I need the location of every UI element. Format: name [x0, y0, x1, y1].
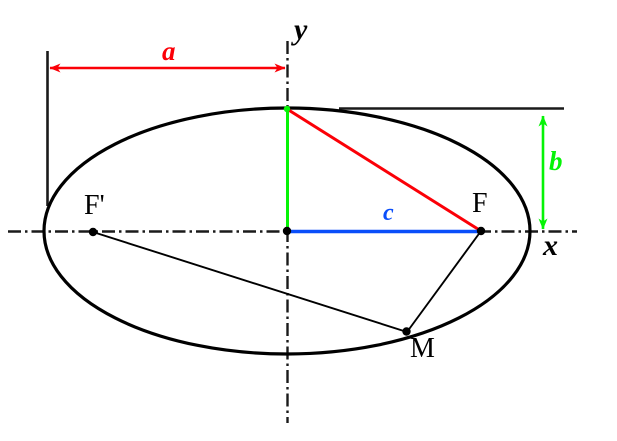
y-axis-label: y [294, 13, 308, 46]
focal-half-distance-label: c [383, 200, 394, 226]
focus-right-label: F [472, 188, 488, 219]
x-axis-label: x [543, 229, 558, 262]
point-marker-top-covertex [283, 105, 291, 113]
chord-right-focus-to-M [406, 230, 482, 333]
chord-left-focus-to-M [92, 231, 408, 333]
point-marker-center [282, 226, 292, 236]
focus-left-label: F' [84, 190, 105, 221]
point-marker-M [402, 327, 411, 336]
semi-minor-axis-label: b [549, 146, 563, 176]
point-marker-focus-left [88, 227, 98, 237]
focal-radius-to-covertex [286, 107, 482, 233]
semi-major-axis-label: a [162, 36, 176, 66]
point-marker-focus-right [476, 226, 486, 236]
point-M-label: M [410, 333, 435, 364]
